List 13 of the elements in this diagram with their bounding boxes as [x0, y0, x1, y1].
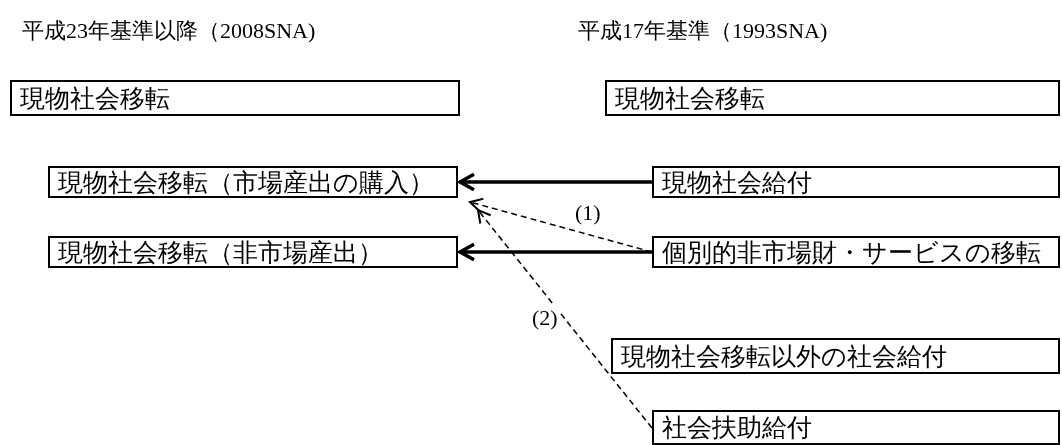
column-heading: 平成17年基準（1993SNA): [578, 17, 828, 45]
label-box: 社会扶助給付: [652, 410, 1060, 445]
label-box: 現物社会移転以外の社会給付: [611, 338, 1060, 374]
label-box: 現物社会移転（市場産出の購入）: [48, 166, 458, 198]
label-box: 現物社会移転: [605, 80, 1060, 116]
label-box: 現物社会移転（非市場産出）: [48, 236, 458, 268]
label-box: 個別的非市場財・サービスの移転: [652, 236, 1060, 268]
arrow: [468, 197, 653, 253]
edge-label: (2): [531, 305, 559, 331]
label-box: 現物社会移転: [10, 80, 460, 116]
label-box: 現物社会給付: [652, 166, 1060, 198]
arrow: [476, 208, 653, 429]
column-heading: 平成23年基準以降（2008SNA): [22, 17, 316, 45]
